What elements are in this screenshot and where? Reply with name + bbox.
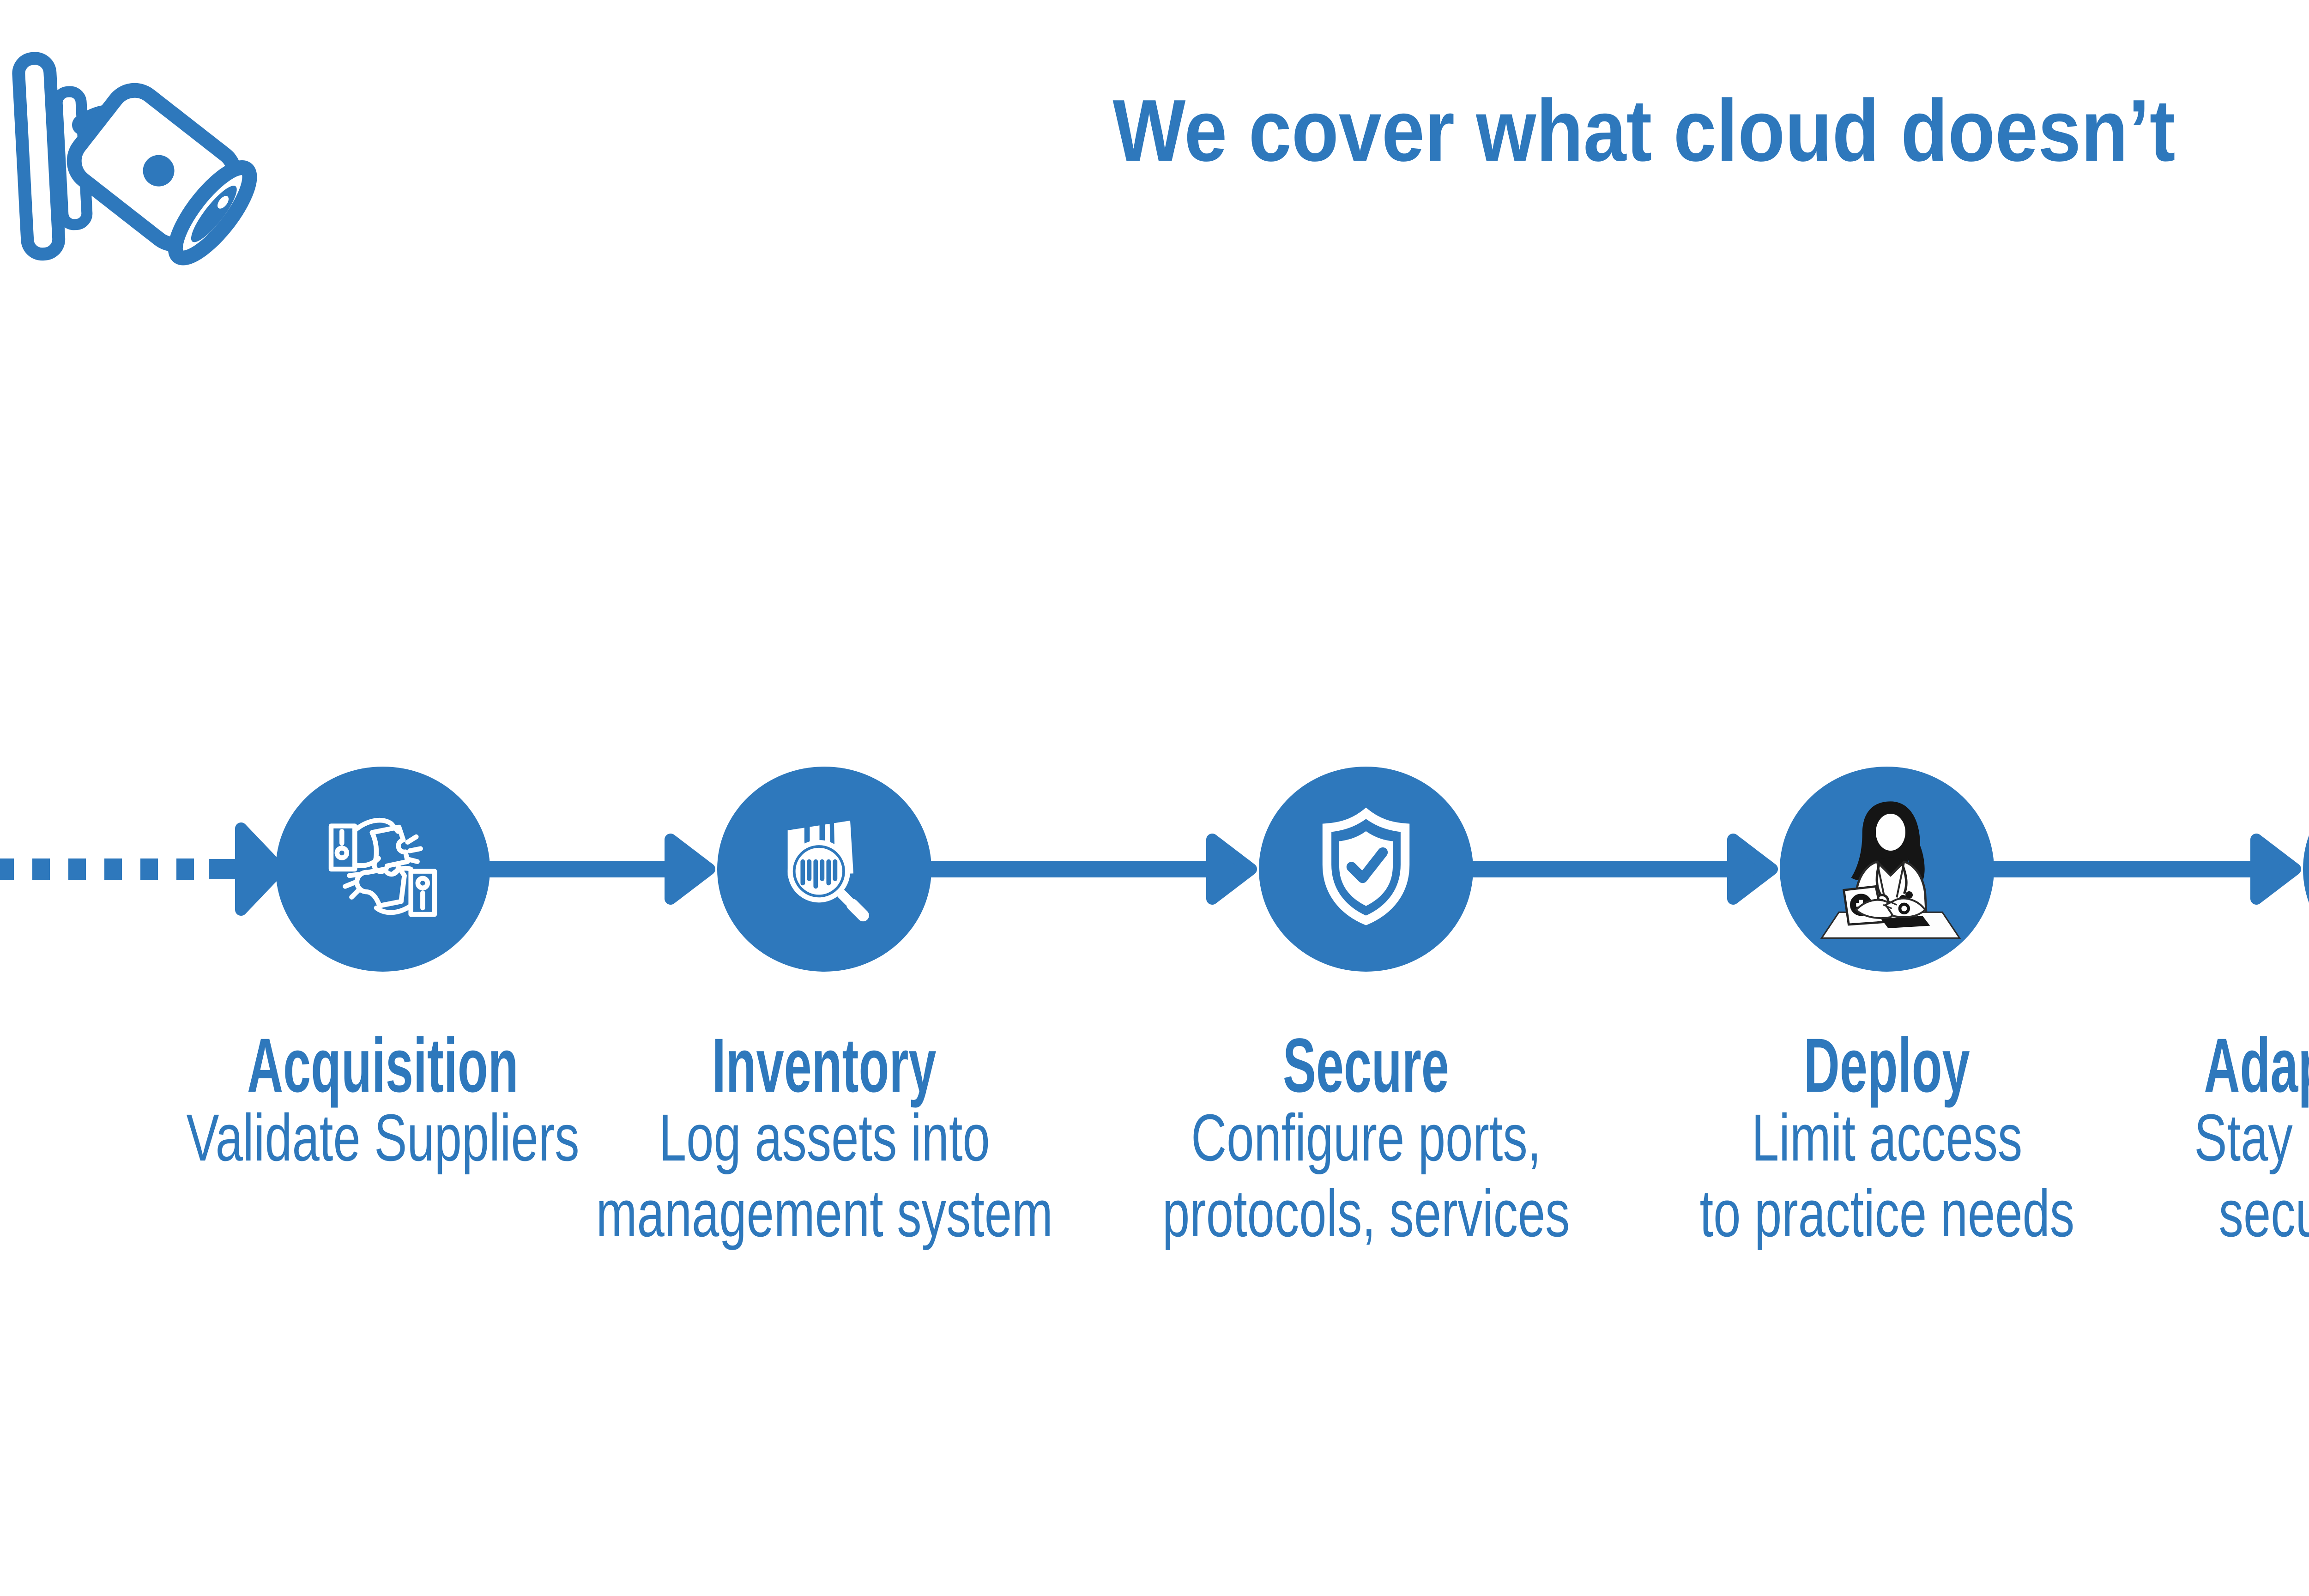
step-description: Stay up to date with security guidance [2194, 1100, 2309, 1251]
step-description: Log assets into management system [596, 1100, 1053, 1251]
shield-check-icon [1322, 807, 1410, 925]
step-circle [1780, 767, 1994, 972]
step-description: Configure ports, protocols, services [1162, 1100, 1570, 1251]
step-circle [2303, 767, 2309, 972]
page-title-text: We cover what cloud doesn’t [1112, 82, 2176, 180]
lead-arrow-stem [209, 859, 237, 879]
step-title: Secure [1283, 1023, 1449, 1108]
puzzle-exchange-icon [328, 817, 437, 917]
step-circle [1259, 767, 1473, 972]
step-description: Validate Suppliers [186, 1100, 580, 1175]
flow-step-deploy: Deploy Limit access to practice needs [1564, 767, 2210, 1298]
page-title: We cover what cloud doesn’t [1040, 78, 2248, 184]
step-circle [717, 767, 931, 972]
clinician-laptop-icon [1820, 801, 1961, 939]
flow-step-secure: Secure Configure ports, protocols, servi… [1043, 767, 1689, 1298]
barcode-magnifier-icon [787, 821, 869, 922]
arrowhead-icon [2250, 834, 2301, 905]
security-camera-icon [12, 52, 257, 266]
lead-arrowhead-icon [235, 822, 286, 916]
step-circle [276, 767, 490, 972]
step-title: Deploy [1804, 1023, 1970, 1108]
step-description: Limit access to practice needs [1699, 1100, 2074, 1251]
flow-step-acquisition: Acquisition Validate Suppliers [60, 767, 706, 1298]
arrowhead-icon [665, 834, 715, 905]
step-title: Acquisition [247, 1023, 519, 1108]
flow-step-adapt-enhance: Adapt & Enhance Stay up to date with sec… [2087, 767, 2309, 1298]
flow-step-inventory: Inventory Log assets into management sys… [501, 767, 1148, 1298]
step-title: Adapt & Enhance [2204, 1023, 2309, 1108]
step-title: Inventory [712, 1023, 937, 1108]
arrowhead-icon [1206, 834, 1257, 905]
arrowhead-icon [1727, 834, 1778, 905]
